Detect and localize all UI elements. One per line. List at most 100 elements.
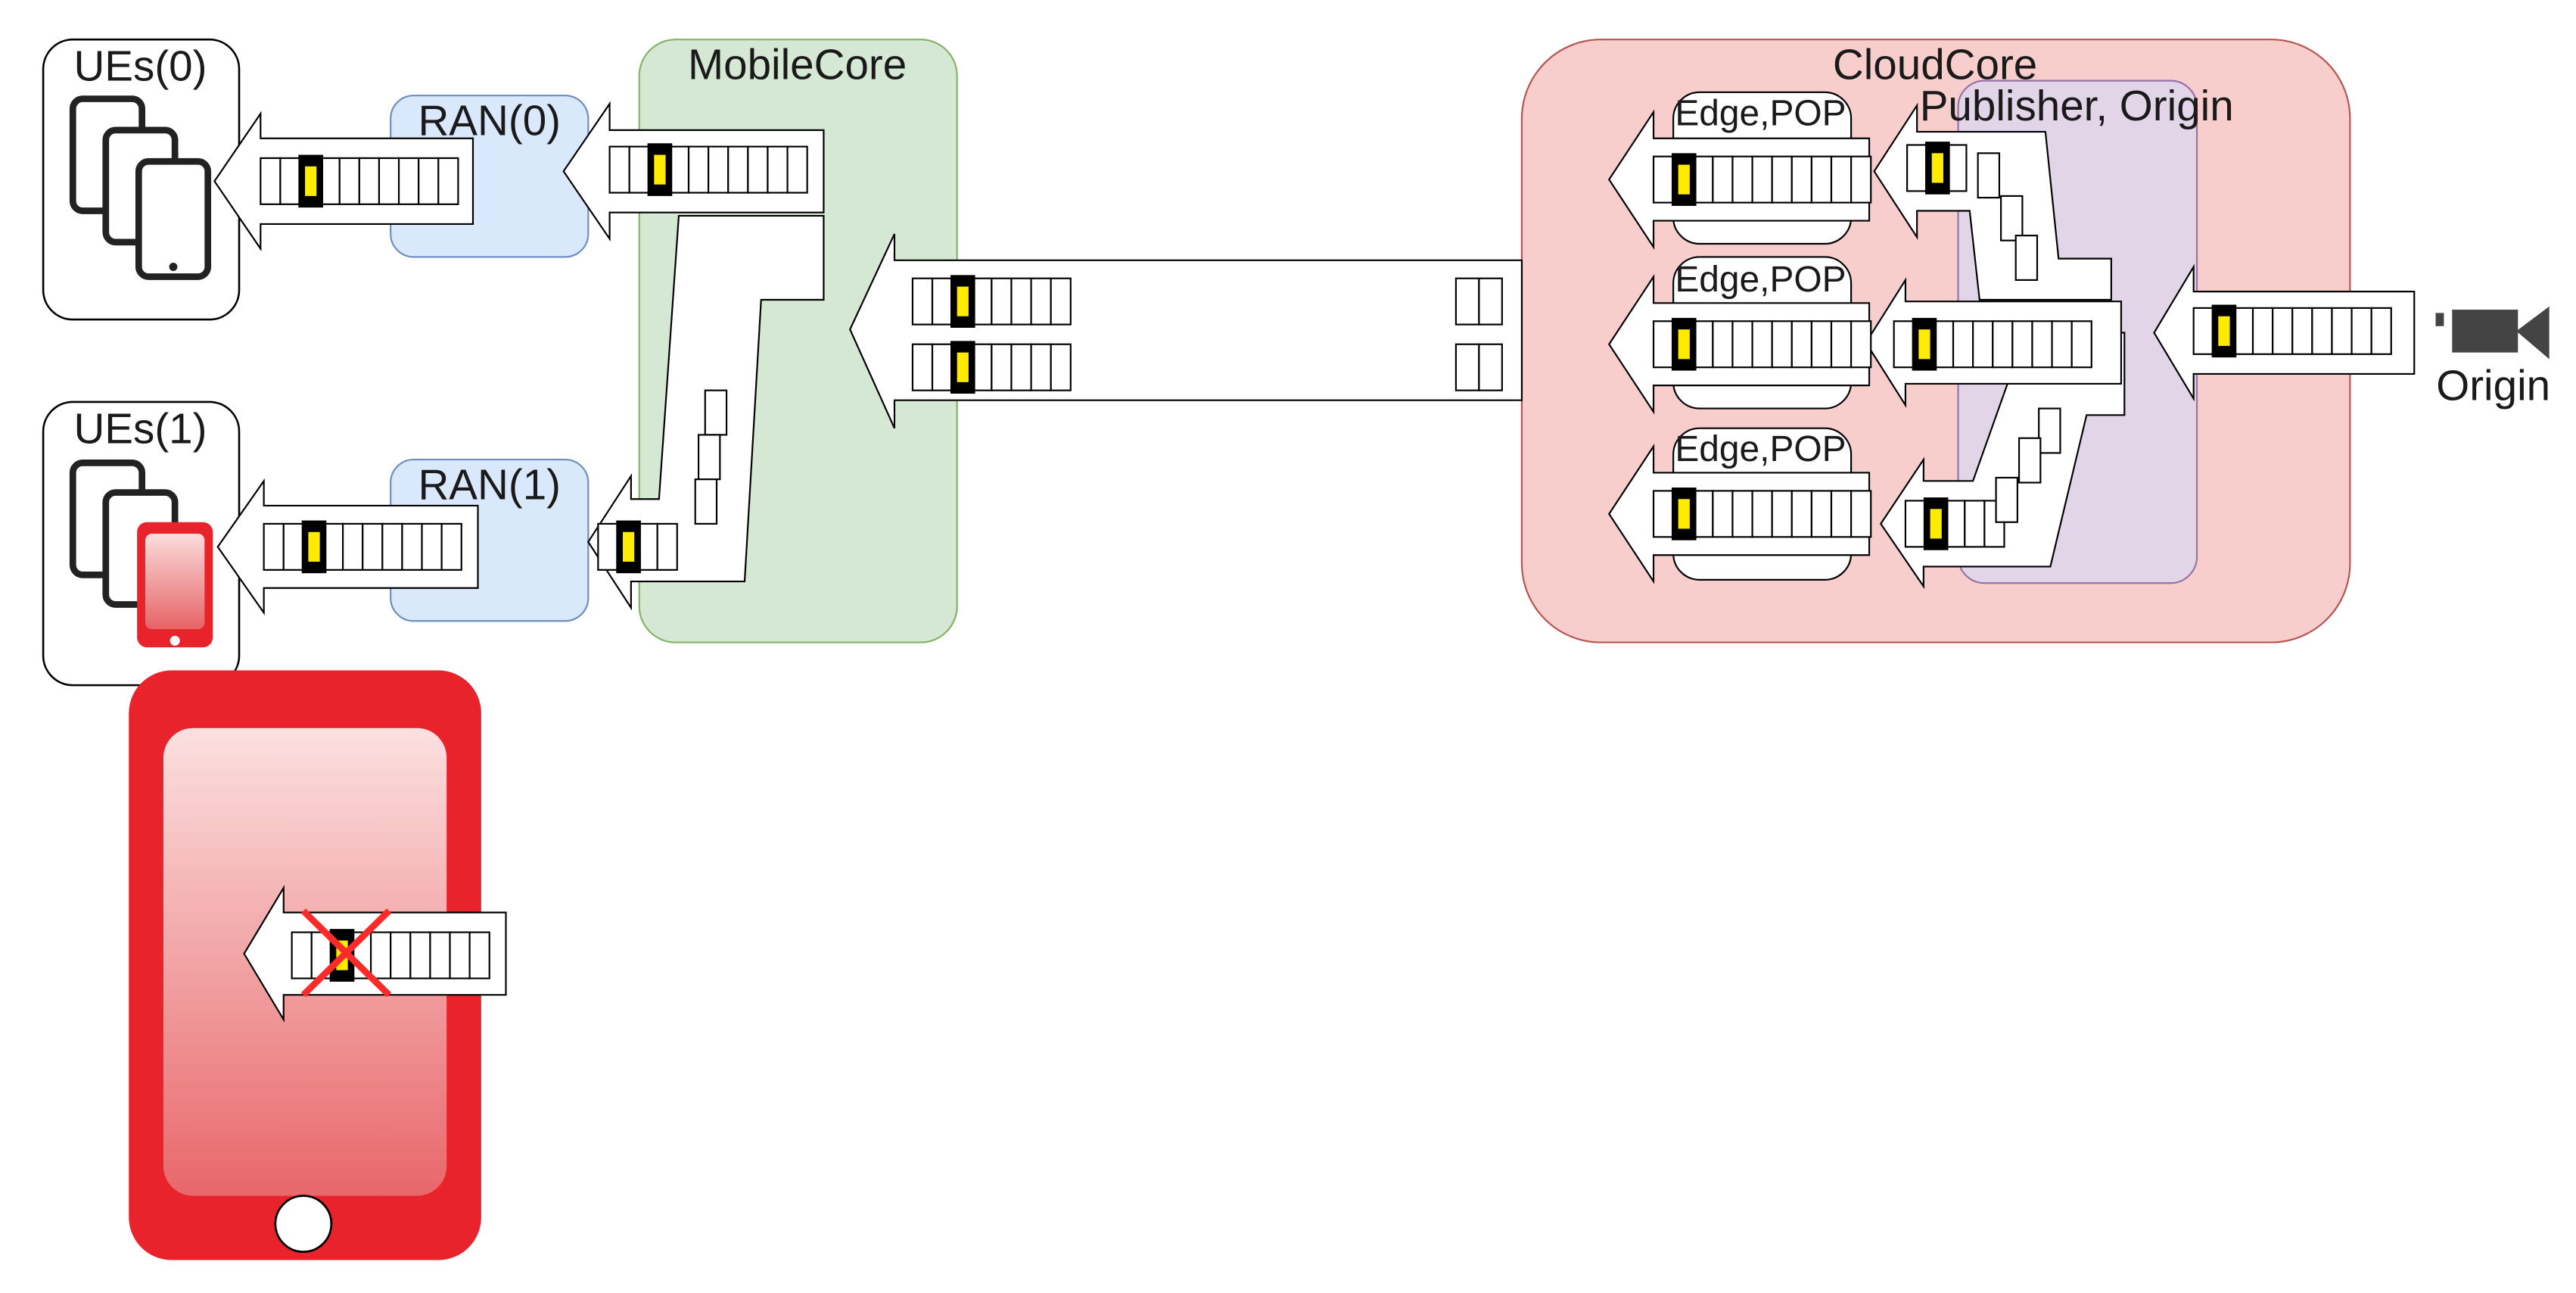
segment-cell [704,389,728,436]
segment-cell [597,522,619,571]
active-segment [1678,164,1690,195]
segment-cell [369,931,392,980]
segment-cell [1964,500,1986,548]
segment-cell [358,157,381,205]
segment-cell [2192,307,2214,355]
segment-cell [628,145,650,194]
segment-cell [409,931,431,980]
segment-cell [786,145,808,194]
segment-cell [2014,235,2039,281]
active-segment [1678,499,1690,529]
publisher-label: Publisher, Origin [1920,82,2234,129]
segment-cell [697,434,721,481]
segment-cell [437,157,459,205]
segment-cell [2350,307,2372,355]
edge-pop-label-3: Edge,POP [1675,429,1846,469]
segment-cell [2070,320,2092,369]
edge-pop-label-2: Edge,POP [1675,260,1846,300]
segment-cell [1050,343,1072,391]
segment-cell [421,522,443,571]
segment-cell [656,522,678,571]
segment-cell [429,931,451,980]
segment-cell [1712,490,1734,538]
segment-cell [1652,490,1675,538]
segment-cell [1810,320,1833,369]
segment-cell [1751,490,1773,538]
segment-cell [362,522,384,571]
segment-cell [708,145,730,194]
segment-cell [2311,307,2333,355]
segment-cell [2038,407,2061,454]
active-segment [1930,509,1942,539]
mobile-phone-icon [69,460,213,648]
segment-cell [449,931,471,980]
ues1-label: UEs(1) [73,404,207,452]
segment-strips [260,142,2392,982]
segment-cell [1771,155,1793,204]
core-to-core-arrow [849,233,1523,429]
segment-cell [1652,155,1675,204]
segment-cell [991,277,1013,326]
segment-cell [1904,500,1927,548]
active-segment [1678,329,1690,360]
segment-cell [1850,155,1872,204]
segment-cell [1977,152,2001,199]
segment-cell [931,277,954,326]
segment-cell [1850,320,1872,369]
active-segment [305,166,317,196]
segment-cell [1810,155,1833,204]
ran0-label: RAN(0) [418,96,561,144]
segment-cell [1030,343,1052,391]
segment-cell [2011,320,2033,369]
segment-cell [2370,307,2392,355]
mobile-phone-icon [69,95,212,280]
active-segment [308,531,320,562]
segment-steps [694,152,2061,525]
segment-cell [390,931,412,980]
segment-cell [1972,320,1994,369]
segment-cell [440,522,462,571]
segment-cell [1454,343,1480,391]
segment-cell [1952,320,1974,369]
origin-label: Origin [2436,362,2550,410]
active-segment [2218,316,2230,346]
mobile-core-label: MobileCore [688,40,907,88]
active-segment [957,286,969,316]
segment-cell [727,145,749,194]
segment-cell [1850,490,1872,538]
segment-cell [2018,437,2042,484]
segment-cell [1906,144,1928,192]
segment-cell [2031,320,2053,369]
segment-cell [1893,320,1915,369]
segment-cell [1712,320,1734,369]
segment-cell [378,157,400,205]
ues0-label: UEs(0) [73,42,207,90]
segment-cell [2251,307,2274,355]
segment-cell [1731,155,1753,204]
segment-cell [381,522,403,571]
segment-cell [397,157,420,205]
segment-cell [2051,320,2073,369]
segment-cell [260,157,282,205]
segment-cell [767,145,789,194]
segment-cell [1712,155,1734,204]
segment-cell [1830,155,1853,204]
segment-cell [1731,490,1753,538]
segment-cell [1751,155,1773,204]
edge-pop-label-1: Edge,POP [1675,93,1846,133]
segment-cell [282,522,304,571]
segment-cell [1790,490,1812,538]
active-segment [1931,153,1943,183]
segment-cell [1478,277,1503,326]
segment-cell [1810,490,1833,538]
segment-cell [2000,195,2024,241]
segment-cell [2291,307,2313,355]
segment-cell [418,157,440,205]
segment-cell [1454,277,1480,326]
segment-cell [2272,307,2294,355]
segment-cell [1010,343,1032,391]
segment-cell [1992,320,2014,369]
segment-cell [694,478,718,525]
segment-cell [1030,277,1052,326]
segment-cell [1995,476,2018,523]
